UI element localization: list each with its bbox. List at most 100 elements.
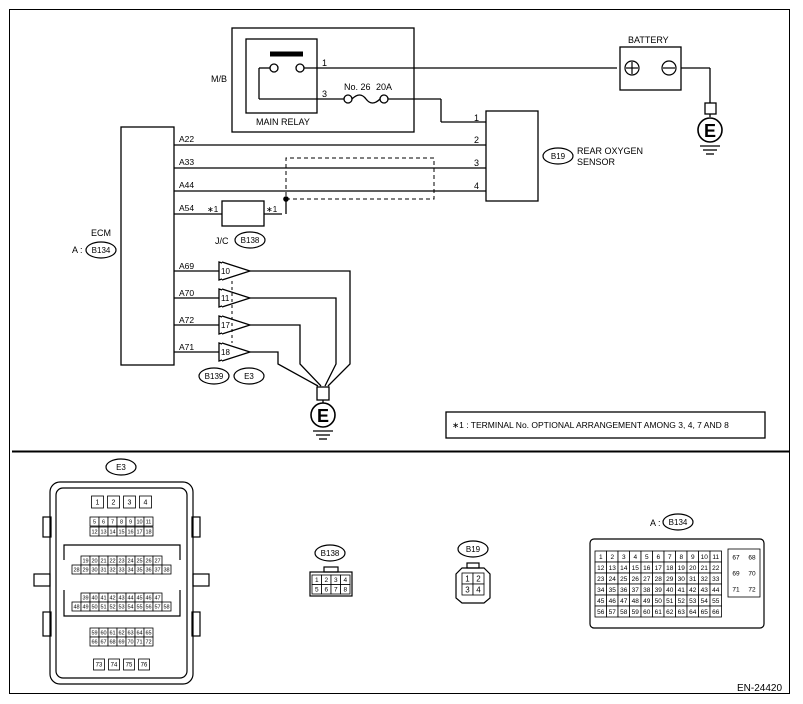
pin-number: 31: [100, 567, 106, 573]
pin-number: 59: [632, 609, 640, 616]
b134-side-frame: [727, 548, 761, 598]
pin-number: 9: [691, 554, 695, 561]
b139-connector-tag: [198, 367, 230, 385]
pin-number: 49: [82, 604, 88, 610]
pin-number: 54: [127, 604, 133, 610]
ground-pin-10: 10: [221, 267, 230, 276]
pin-number: 4: [476, 585, 481, 594]
ecm-ground-symbol: E: [317, 406, 329, 426]
ground-wires: [174, 270, 351, 387]
sensor-pin-1: 1: [474, 113, 479, 123]
pin-number: 63: [678, 609, 686, 616]
b19-connector-tag: [542, 147, 574, 165]
pin-number: 1: [96, 500, 100, 507]
pin-cell: [108, 658, 120, 671]
sensor-name-line1: REAR OXYGEN: [577, 146, 643, 156]
pin-number: 1: [465, 574, 470, 583]
pin-number: 34: [127, 567, 133, 573]
pin-number: 69: [732, 570, 740, 577]
ground-pin-18: 18: [221, 348, 230, 357]
pin-cell: [123, 495, 136, 509]
fuse-rating: 20A: [376, 82, 392, 92]
note-box: [445, 411, 766, 439]
pin-cell: [93, 658, 105, 671]
pin-number: 3: [128, 500, 132, 507]
pin-number: 60: [100, 630, 106, 636]
pin-number: 74: [111, 663, 118, 669]
pin-number: 8: [120, 519, 123, 525]
pin-number: 72: [748, 586, 756, 593]
pin-number: 40: [666, 587, 674, 594]
pin-number: 15: [632, 565, 640, 572]
pin-number: 35: [136, 567, 142, 573]
main-relay-label: MAIN RELAY: [256, 117, 310, 127]
pin-number: 61: [655, 609, 663, 616]
pin-number: 4: [144, 500, 148, 507]
pin-number: 71: [136, 639, 142, 645]
jc-mark-right: ∗1: [266, 205, 278, 214]
pin-number: 56: [597, 609, 605, 616]
pin-number: 63: [127, 630, 133, 636]
b19-face-tag: [457, 540, 489, 558]
ecm-ground-icon: E: [310, 386, 336, 440]
pin-number: 16: [643, 565, 651, 572]
pin-number: 9: [129, 519, 132, 525]
ground-pin-17: 17: [221, 321, 230, 330]
e3-face-tag: [105, 458, 137, 476]
pin-number: 53: [689, 598, 697, 605]
pin-number: 27: [643, 576, 651, 583]
pin-number: 50: [91, 604, 97, 610]
pin-number: 71: [732, 586, 740, 593]
pin-number: 54: [701, 598, 709, 605]
battery-ground-symbol: E: [704, 121, 716, 141]
pin-number: 16: [127, 529, 133, 535]
ecm-pin-a54: A54: [179, 203, 194, 213]
pin-number: 52: [109, 604, 115, 610]
pin-number: 30: [678, 576, 686, 583]
pin-number: 69: [118, 639, 124, 645]
pin-number: 2: [610, 554, 614, 561]
pin-number: 49: [643, 598, 651, 605]
pin-number: 44: [712, 587, 720, 594]
b139-connector-label: B139: [205, 372, 224, 381]
pin-cell: [139, 495, 152, 509]
pin-number: 10: [701, 554, 709, 561]
pin-number: 24: [609, 576, 617, 583]
pin-number: 66: [712, 609, 720, 616]
relay-pin-3: 3: [322, 89, 327, 99]
ecm-pin-a70: A70: [179, 288, 194, 298]
main-relay: [231, 27, 617, 133]
pin-number: 41: [100, 595, 106, 601]
pin-number: 34: [597, 587, 605, 594]
pin-number: 4: [343, 577, 347, 584]
pin-number: 28: [73, 567, 79, 573]
pin-number: 4: [633, 554, 637, 561]
pin-number: 39: [82, 595, 88, 601]
pin-number: 3: [622, 554, 626, 561]
pin-number: 53: [118, 604, 124, 610]
b134-face-label: B134: [669, 518, 688, 527]
pin-number: 7: [668, 554, 672, 561]
sensor-pin-2: 2: [474, 135, 479, 145]
outer-frame: [9, 9, 790, 694]
pin-number: 51: [100, 604, 106, 610]
pin-number: 13: [609, 565, 617, 572]
pin-number: 62: [118, 630, 124, 636]
pin-number: 46: [145, 595, 151, 601]
sensor-pin-4: 4: [474, 181, 479, 191]
jc-box: [221, 200, 265, 227]
pin-number: 10: [136, 519, 142, 525]
pin-number: 30: [91, 567, 97, 573]
pin-number: 29: [666, 576, 674, 583]
pin-number: 61: [109, 630, 115, 636]
pin-number: 14: [620, 565, 628, 572]
pin-number: 55: [136, 604, 142, 610]
pin-number: 73: [96, 663, 103, 669]
pin-number: 20: [689, 565, 697, 572]
battery-minus-icon: [661, 60, 677, 76]
pin-number: 25: [136, 558, 142, 564]
pin-number: 44: [127, 595, 133, 601]
